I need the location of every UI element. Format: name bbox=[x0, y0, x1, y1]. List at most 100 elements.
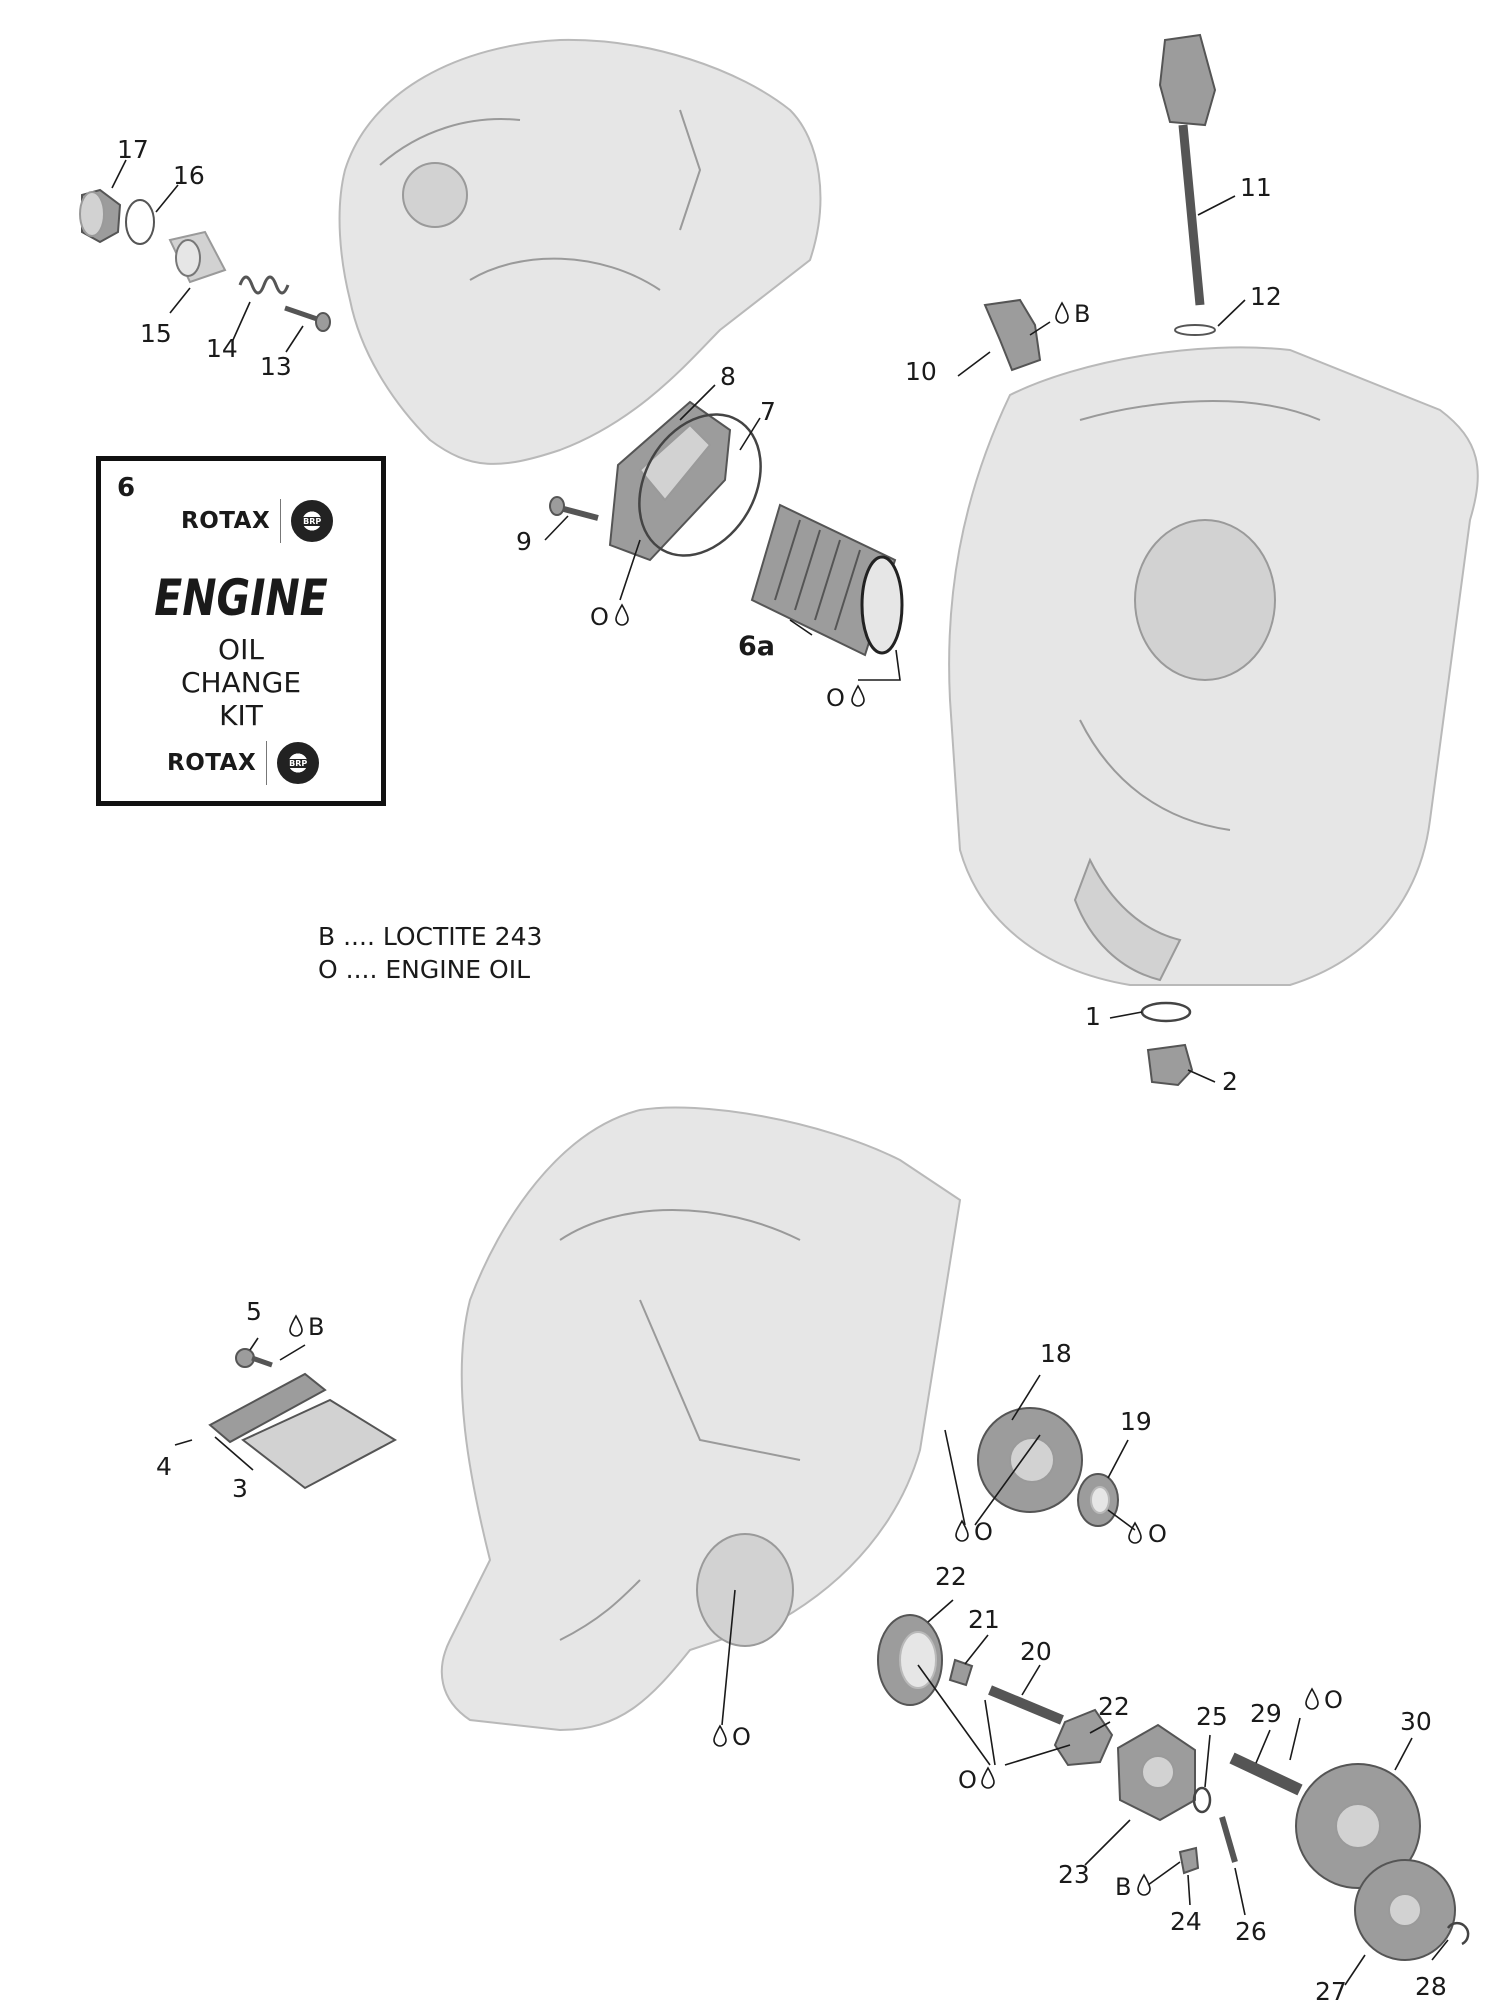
callout-5: 5 bbox=[246, 1297, 262, 1326]
gasket-3 bbox=[241, 1398, 398, 1490]
callout-24: 24 bbox=[1170, 1907, 1202, 1936]
sealing-ring-1 bbox=[1140, 1001, 1192, 1023]
screw-13 bbox=[284, 305, 331, 332]
oil-filter-cover bbox=[608, 400, 732, 562]
callout-15: 15 bbox=[140, 319, 172, 348]
callout-28: 28 bbox=[1415, 1972, 1447, 2001]
dipstick bbox=[1158, 33, 1217, 306]
svg-text:O: O bbox=[974, 1518, 993, 1546]
crankcase-right-half bbox=[948, 346, 1479, 986]
svg-text:O: O bbox=[1148, 1520, 1167, 1548]
callout-29: 29 bbox=[1250, 1699, 1282, 1728]
lubricant-markers: O O B B O O O O bbox=[289, 300, 1343, 1901]
lube-mark-oil-shaft29: O bbox=[1305, 1686, 1343, 1714]
lube-mark-loctite-screw5: B bbox=[289, 1313, 324, 1341]
screw-5 bbox=[235, 1348, 273, 1368]
screw-9 bbox=[549, 496, 599, 521]
circlip-28 bbox=[1446, 1921, 1470, 1946]
callout-11: 11 bbox=[1240, 173, 1272, 202]
shaft-20 bbox=[988, 1685, 1064, 1725]
callout-10: 10 bbox=[905, 357, 937, 386]
valve-15 bbox=[168, 230, 227, 284]
callout-labels: 17 16 15 14 13 11 12 10 8 7 9 6a 1 2 5 4… bbox=[117, 135, 1447, 2003]
droplet-icon bbox=[289, 1315, 303, 1337]
callout-22a: 22 bbox=[935, 1562, 967, 1591]
pump-cover-23 bbox=[1116, 1723, 1196, 1822]
kit-subtitle-line: OIL bbox=[218, 633, 264, 666]
pin-21 bbox=[948, 1658, 974, 1687]
brp-logo-icon: BRP bbox=[291, 500, 334, 542]
svg-text:B: B bbox=[1115, 1873, 1131, 1901]
kit-title: ENGINE bbox=[154, 569, 328, 627]
lube-mark-oil-seal19: O bbox=[1128, 1520, 1167, 1548]
lube-mark-oil-filter: O bbox=[826, 684, 865, 712]
cover-4 bbox=[208, 1372, 327, 1444]
callout-12: 12 bbox=[1250, 282, 1282, 311]
callout-8: 8 bbox=[720, 362, 736, 391]
callout-13: 13 bbox=[260, 352, 292, 381]
callout-25: 25 bbox=[1196, 1702, 1228, 1731]
lubricant-legend: B .... LOCTITE 243 O .... ENGINE OIL bbox=[318, 920, 542, 986]
brand-row-bottom: ROTAX BRP bbox=[167, 741, 320, 785]
brp-logo-icon: BRP bbox=[277, 742, 320, 784]
crankcase-left-half bbox=[440, 1106, 962, 1732]
callout-22b: 22 bbox=[1098, 1692, 1130, 1721]
spring-14 bbox=[238, 275, 290, 295]
pin-26 bbox=[1219, 1816, 1238, 1863]
callout-27: 27 bbox=[1315, 1977, 1347, 2003]
callout-18: 18 bbox=[1040, 1339, 1072, 1368]
rotor-22 bbox=[1053, 1708, 1114, 1767]
gear-18 bbox=[977, 1407, 1083, 1513]
o-ring-16 bbox=[125, 199, 155, 245]
pressure-switch bbox=[983, 298, 1042, 372]
legend-item-engine-oil: O .... ENGINE OIL bbox=[318, 955, 531, 984]
lube-mark-loctite-switch: B bbox=[1055, 300, 1090, 328]
o-ring-12 bbox=[1174, 324, 1216, 336]
callout-19: 19 bbox=[1120, 1407, 1152, 1436]
callout-23: 23 bbox=[1058, 1860, 1090, 1889]
gear-30 bbox=[1295, 1763, 1421, 1889]
kit-callout-number: 6 bbox=[117, 473, 136, 503]
callout-30: 30 bbox=[1400, 1707, 1432, 1736]
callout-4: 4 bbox=[156, 1452, 172, 1481]
callout-16: 16 bbox=[173, 161, 205, 190]
droplet-icon bbox=[1137, 1874, 1151, 1896]
callout-9: 9 bbox=[516, 527, 532, 556]
brand-divider bbox=[280, 499, 282, 543]
droplet-icon bbox=[981, 1767, 995, 1789]
callout-7: 7 bbox=[760, 397, 776, 426]
droplet-icon bbox=[955, 1520, 969, 1542]
leader-lines bbox=[111, 159, 1449, 1986]
lube-mark-oil-crankcase: O bbox=[713, 1723, 751, 1751]
lube-mark-loctite-screw24: B bbox=[1115, 1873, 1151, 1901]
droplet-icon bbox=[1305, 1688, 1319, 1710]
o-ring-7 bbox=[638, 413, 762, 557]
pump-housing-22 bbox=[877, 1614, 943, 1706]
svg-text:B: B bbox=[1074, 300, 1090, 328]
lube-mark-oil-pump: O bbox=[958, 1766, 995, 1794]
droplet-icon bbox=[1055, 302, 1069, 324]
callout-26: 26 bbox=[1235, 1917, 1267, 1946]
rotax-logo: ROTAX bbox=[181, 508, 271, 534]
shaft-29 bbox=[1229, 1752, 1303, 1796]
lube-mark-oil-gear18: O bbox=[955, 1518, 993, 1546]
legend-item-loctite: B .... LOCTITE 243 bbox=[318, 922, 543, 951]
callout-1: 1 bbox=[1085, 1002, 1101, 1031]
callout-21: 21 bbox=[968, 1605, 1000, 1634]
crankcase-cover bbox=[338, 38, 822, 465]
svg-text:O: O bbox=[826, 684, 845, 712]
droplet-icon bbox=[615, 604, 629, 626]
callout-3: 3 bbox=[232, 1474, 248, 1503]
gear-27 bbox=[1354, 1859, 1456, 1961]
oil-change-kit-box: 6 ROTAX BRP ENGINE OIL CHANGE KIT ROTAX … bbox=[96, 456, 386, 806]
svg-text:O: O bbox=[1324, 1686, 1343, 1714]
brand-divider bbox=[266, 741, 268, 785]
oil-filter bbox=[750, 503, 904, 657]
screw-24 bbox=[1178, 1846, 1200, 1875]
callout-2: 2 bbox=[1222, 1067, 1238, 1096]
kit-subtitle: OIL CHANGE KIT bbox=[101, 633, 381, 732]
svg-text:O: O bbox=[590, 603, 609, 631]
kit-subtitle-line: KIT bbox=[219, 699, 263, 732]
svg-text:O: O bbox=[732, 1723, 751, 1751]
